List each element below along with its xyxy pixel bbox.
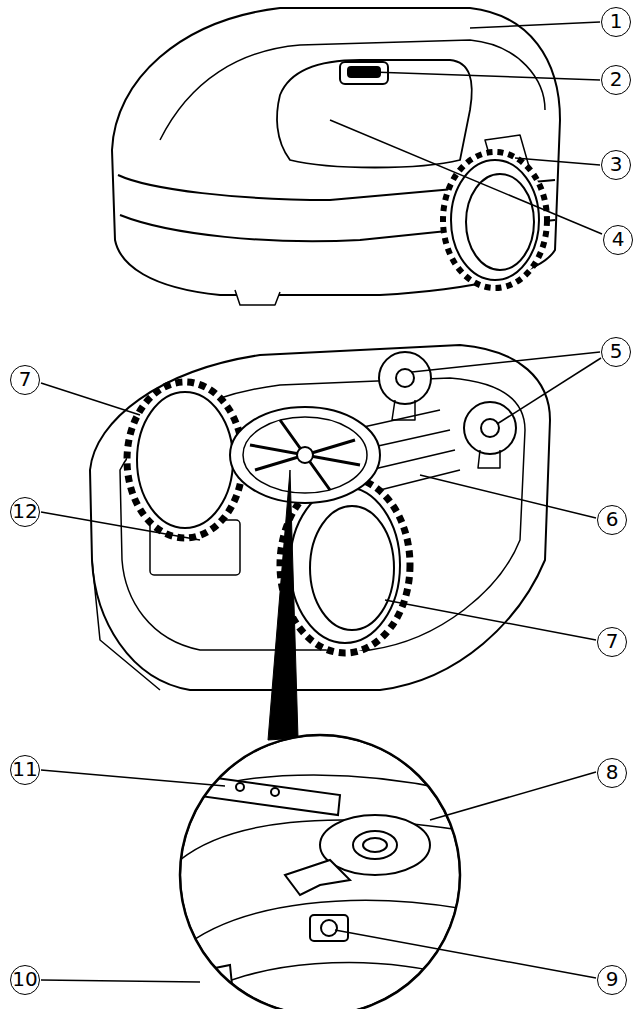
- callout-number: 10: [10, 965, 40, 995]
- callout-number: 8: [597, 758, 627, 788]
- callout-number: 12: [10, 497, 40, 527]
- callout-number: 6: [597, 505, 627, 535]
- callout-number: 9: [597, 965, 627, 995]
- callout-number: 5: [601, 337, 631, 367]
- callout-number: 1: [601, 7, 631, 37]
- callout-number: 3: [601, 150, 631, 180]
- callout-number: 4: [603, 225, 633, 255]
- callout-number: 2: [601, 65, 631, 95]
- callout-number: 7: [10, 365, 40, 395]
- callout-number: 7: [597, 627, 627, 657]
- callout-number: 11: [10, 755, 40, 785]
